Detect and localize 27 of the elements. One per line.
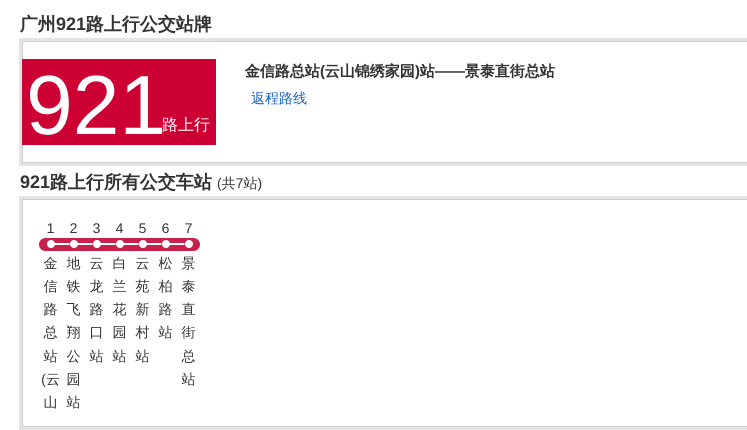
route-line — [78, 243, 92, 245]
stop-number: 6 — [160, 220, 170, 236]
stop-number: 2 — [68, 220, 78, 236]
stop-name: 地铁飞翔公园站 — [66, 254, 82, 412]
stop-name: 白兰花园站 — [112, 254, 128, 366]
route-line — [146, 243, 162, 245]
stop-name: 云苑新村站 — [134, 254, 150, 366]
stop-count: (共7站) — [217, 174, 262, 193]
stop-number: 4 — [114, 220, 124, 236]
stop-number: 7 — [184, 220, 194, 236]
route-line — [100, 243, 116, 245]
route-line — [170, 243, 184, 245]
section-heading: 921路上行所有公交车站 — [20, 171, 212, 193]
stop-number: 3 — [92, 220, 102, 236]
route-line — [54, 243, 70, 245]
route-line — [124, 243, 138, 245]
route-endpoints: 金信路总站(云山锦绣家园)站——景泰直街总站 — [245, 63, 555, 81]
sign-panel — [19, 38, 747, 166]
stop-number: 5 — [138, 220, 148, 236]
stop-name: 金信路总站(云山 — [40, 254, 61, 412]
stop-number: 1 — [46, 220, 56, 236]
stop-name: 景泰直街总站 — [180, 254, 196, 389]
stop-name: 云龙路口站 — [88, 254, 104, 366]
route-badge — [22, 59, 216, 145]
return-route-link: 返程路线 — [251, 89, 307, 107]
stop-name: 松柏路站 — [158, 254, 174, 342]
page-title: 广州921路上行公交站牌 — [20, 13, 212, 35]
